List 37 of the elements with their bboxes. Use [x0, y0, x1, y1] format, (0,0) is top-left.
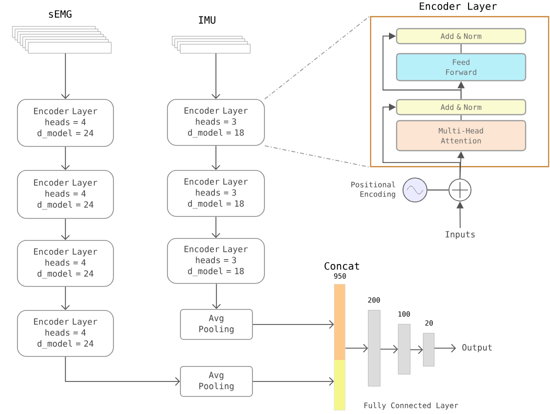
encoder-box: Encoder Layer heads = 3 d_model = 18	[167, 99, 265, 146]
heading: IMU	[198, 16, 216, 24]
arrow	[380, 344, 398, 354]
leader-line	[264, 16, 370, 100]
arrow	[410, 345, 423, 354]
arrow	[344, 344, 368, 353]
arrow	[211, 145, 220, 170]
encoder-box: Encoder Layer heads = 3 d_model = 18	[167, 170, 265, 217]
heading: Encoder Layer	[420, 2, 497, 12]
arrow	[60, 286, 70, 310]
connector-line	[460, 44, 462, 54]
connector-line	[460, 114, 462, 120]
encoder-box: Encoder Layer heads = 4 d_model = 24	[17, 99, 114, 147]
leader-line	[264, 145, 370, 168]
plus-icon	[448, 178, 472, 202]
arrow	[382, 32, 462, 100]
arrow	[252, 320, 334, 329]
heading: sEMG	[49, 10, 72, 18]
encoder-box: Encoder Layer heads = 4 d_model = 24	[17, 240, 114, 287]
text-label: Inputs	[446, 231, 475, 240]
arrow	[211, 52, 220, 99]
arrow	[382, 103, 460, 180]
arrow	[60, 146, 70, 170]
arrow	[211, 216, 220, 238]
encoder-box: Encoder Layer heads = 4 d_model = 24	[17, 170, 114, 219]
heading: Concat	[324, 262, 360, 270]
encoder-box: Encoder Layer heads = 3 d_model = 18	[167, 238, 265, 284]
arrow	[434, 344, 456, 353]
text-label: Output	[462, 344, 492, 352]
encoder-box: Encoder Layer heads = 4 d_model = 24	[17, 310, 114, 357]
pooling-box: Avg Pooling	[180, 309, 253, 340]
arrow	[60, 52, 70, 99]
pooling-box: Avg Pooling	[180, 366, 253, 397]
arrow	[252, 376, 334, 386]
arrow	[64, 356, 180, 386]
arrow	[60, 218, 70, 240]
arrow	[212, 283, 221, 309]
